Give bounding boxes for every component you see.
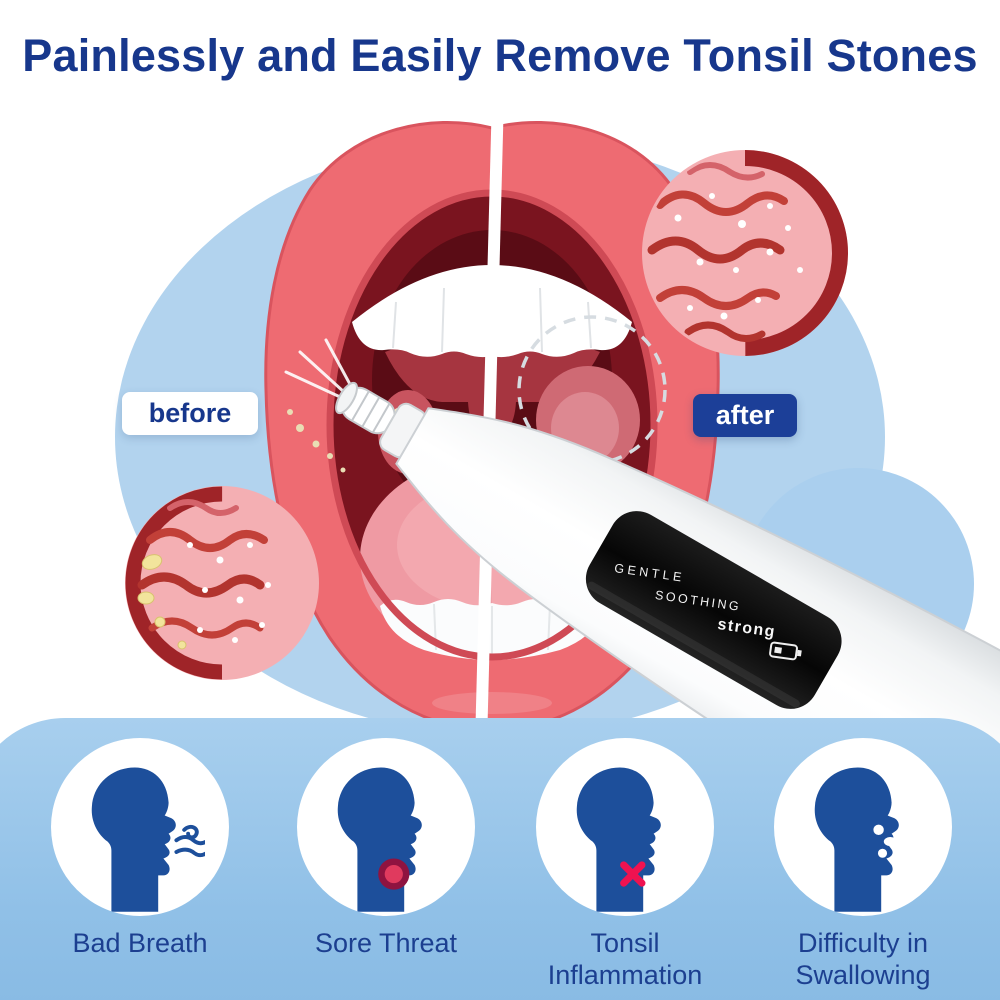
page-title: Painlessly and Easily Remove Tonsil Ston… xyxy=(22,30,978,81)
sore-spot-dot xyxy=(384,864,403,884)
difficulty-swallowing-icon xyxy=(814,767,899,912)
inset-white-dots xyxy=(187,542,271,643)
ejected-stones xyxy=(287,409,346,473)
nozzle-cap xyxy=(335,381,358,415)
tonsil-inflammation-icon xyxy=(576,767,661,912)
tonsil-inset-stones-zoom xyxy=(125,486,319,680)
yellow-stones xyxy=(137,554,187,650)
swallow-particles-icon xyxy=(873,824,897,858)
symptom-circle-difficulty-swallowing xyxy=(774,738,952,916)
symptom-label-difficulty-swallowing: Difficulty in Swallowing xyxy=(795,928,931,990)
bad-breath-icon xyxy=(91,767,205,912)
breath-swirl-icon xyxy=(174,824,205,858)
battery-icon xyxy=(769,641,802,661)
symptom-label-bad-breath: Bad Breath xyxy=(72,928,208,958)
lower-lip-gloss xyxy=(432,692,552,714)
before-label: before xyxy=(122,392,258,435)
symptom-circle-bad-breath xyxy=(51,738,229,916)
sore-throat-icon xyxy=(337,767,422,912)
symptom-circle-sore-throat xyxy=(297,738,475,916)
symptom-label-tonsil-inflammation: Tonsil Inflammation xyxy=(547,928,703,990)
after-label: after xyxy=(693,394,797,437)
spray-lines xyxy=(284,338,354,398)
symptom-label-sore-throat: Sore Threat xyxy=(314,928,458,958)
panel-gloss xyxy=(587,581,800,708)
nozzle-rings xyxy=(351,391,391,433)
inset-stone-dots xyxy=(674,193,803,320)
tonsil-inset-before-zoom xyxy=(642,150,848,356)
x-mark-icon xyxy=(620,861,646,887)
symptom-circle-tonsil-inflammation xyxy=(536,738,714,916)
device-control-panel xyxy=(585,511,842,709)
